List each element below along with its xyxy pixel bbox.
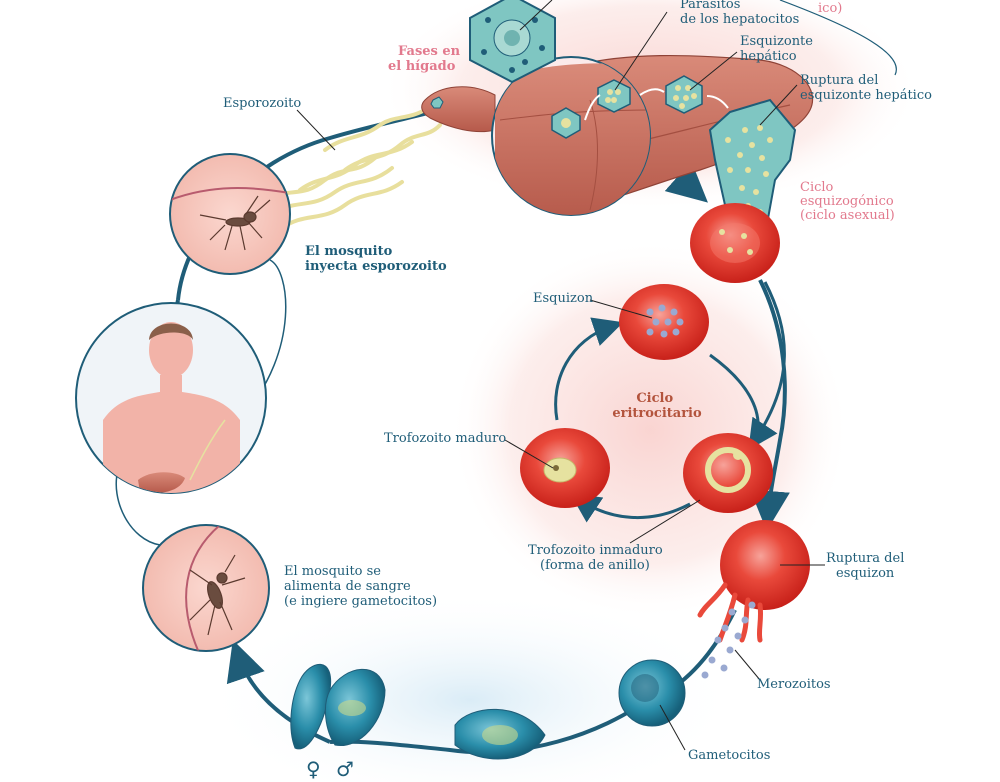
hep-arrow-3 xyxy=(706,95,729,109)
ring-to-mature-arrow xyxy=(570,493,691,523)
trofozoito-inmaduro-label: Trofozoito inmaduro (forma de anillo) xyxy=(528,543,667,573)
parasitos-label: Parásitos de los hepatocitos xyxy=(680,0,799,27)
ruptura-hepatico-label: Ruptura del esquizonte hepático xyxy=(800,73,932,103)
top-arc-line xyxy=(779,0,897,76)
crescent-gametocyte-bottom xyxy=(454,708,546,760)
ring-trophozoite-rbc xyxy=(683,433,773,513)
gametocitos-label: Gametocitos xyxy=(688,748,770,763)
schizont-to-ring-arrow xyxy=(709,353,760,441)
female-symbol: ♀ xyxy=(306,757,321,781)
leader-lines xyxy=(296,0,825,751)
top-clipped-pink-label: ico) xyxy=(818,1,842,16)
merozoites-cluster xyxy=(701,601,756,679)
mature-trophozoite-rbc xyxy=(520,428,610,508)
ruptura-esquizon-label: Ruptura del esquizon xyxy=(826,551,909,581)
esquizonte-label: Esquizonte hepático xyxy=(740,34,817,64)
hepatocyte-small-2 xyxy=(597,79,631,113)
merozoitos-label: Merozoitos xyxy=(757,677,831,692)
hep-arrow-2 xyxy=(639,88,665,96)
liver-to-rbc-arrow xyxy=(664,161,708,203)
rupturing-schizont-icon xyxy=(697,520,810,643)
hepatocyte-small-3 xyxy=(665,75,703,114)
crescent-gametocyte-female xyxy=(324,668,386,746)
human-circle xyxy=(75,302,267,494)
crescent-gametocyte-male xyxy=(290,663,332,750)
male-symbol: ♂ xyxy=(336,757,354,781)
mosquito-inject-circle xyxy=(169,153,291,275)
ciclo-eritrocitario-label: Ciclo eritrocitario xyxy=(612,391,702,421)
hepatocyte-small-1 xyxy=(551,107,581,139)
schizont-rbc xyxy=(619,284,709,360)
mosquito-icon xyxy=(199,195,271,251)
fases-higado-label: Fases en el hígado xyxy=(388,44,465,74)
hep-arrow-1 xyxy=(584,94,601,121)
main-cycle-right xyxy=(749,279,790,531)
red-blood-cell-icon xyxy=(690,203,780,283)
ciclo-esquizogonico-label: Ciclo esquizogónico (ciclo asexual) xyxy=(800,180,898,223)
human-figure-icon xyxy=(103,322,240,493)
gametocyte-icon xyxy=(618,659,686,727)
rbc-to-ring-arrow xyxy=(748,281,786,450)
mosquito-alimenta-label: El mosquito se alimenta de sangre (e ing… xyxy=(284,564,437,609)
mature-to-schizont-arrow xyxy=(554,317,624,421)
esquizon-label: Esquizon xyxy=(533,291,594,306)
mosquito-inyecta-label: El mosquito inyecta esporozoito xyxy=(305,244,447,274)
main-cycle-bottom xyxy=(329,696,652,755)
esporozoito-label: Esporozoito xyxy=(223,96,301,111)
mosquito-feed-circle xyxy=(142,524,270,652)
trofozoito-maduro-label: Trofozoito maduro xyxy=(384,431,506,446)
human-connector-bottom xyxy=(115,469,161,546)
tiny-hepatocyte-icon xyxy=(430,96,444,109)
